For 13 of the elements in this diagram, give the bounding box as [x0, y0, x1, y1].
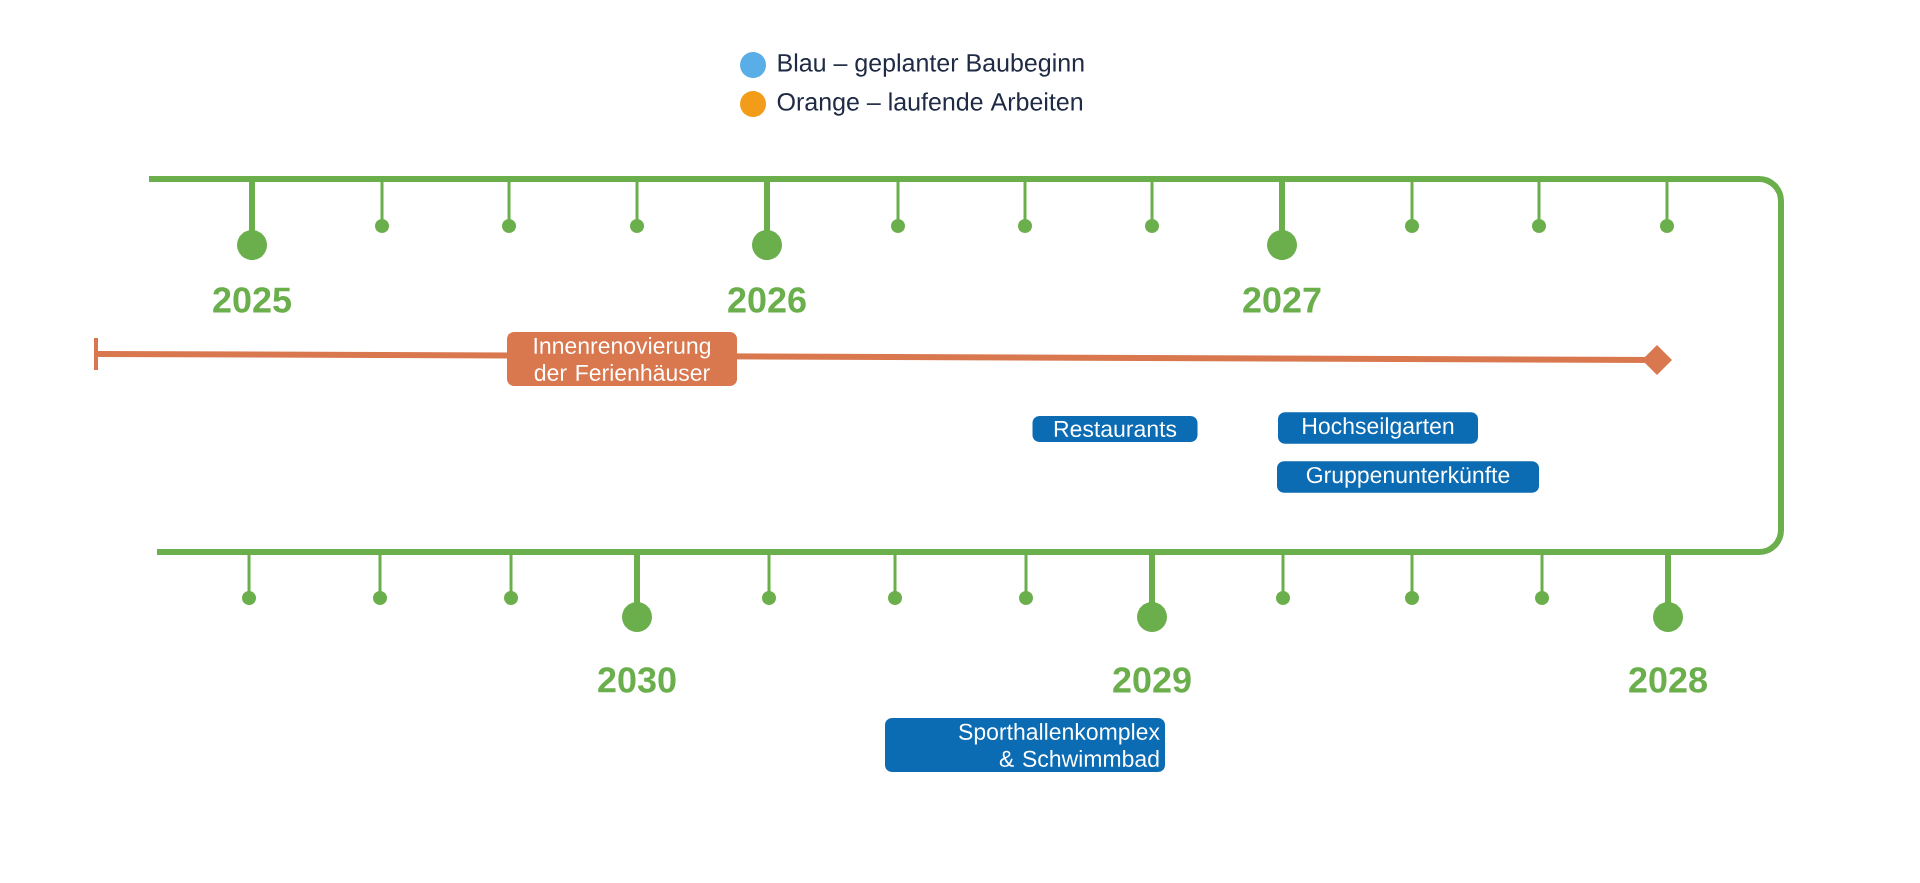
year-label: 2026 — [728, 287, 806, 313]
legend-text: Blau – geplanter Baubeginn — [778, 53, 1084, 77]
year-label: 2028 — [1629, 667, 1707, 693]
year-label: 2025 — [213, 287, 292, 313]
task-box: Hochseilgarten — [1278, 412, 1478, 444]
year-label: 2027 — [1243, 287, 1321, 313]
year-label: 2029 — [1113, 667, 1191, 693]
task-box: Innenrenovierung der Ferienhäuser — [507, 332, 737, 386]
task-box: Sporthallenkomplex & Schwimmbad — [885, 718, 1165, 772]
year-label: 2030 — [598, 667, 676, 693]
task-box: Restaurants — [1032, 415, 1198, 442]
legend-text: Orange – laufende Arbeiten — [777, 92, 1082, 116]
task-box: Gruppenunterkünfte — [1277, 461, 1539, 493]
